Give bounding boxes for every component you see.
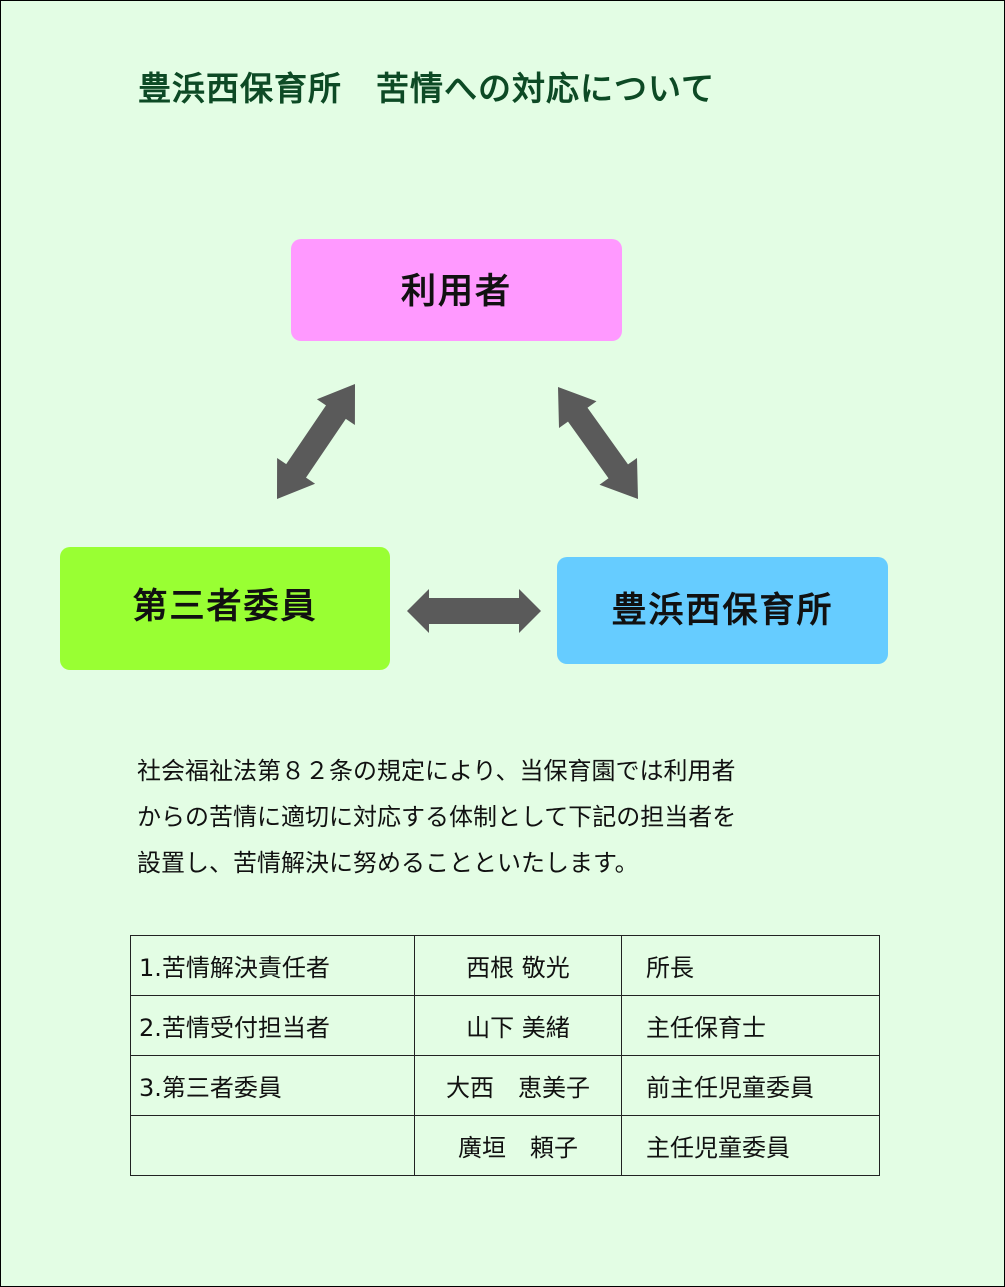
role-cell: 2.苦情受付担当者 <box>130 995 415 1056</box>
name-cell: 西根 敬光 <box>414 935 622 996</box>
page-title: 豊浜西保育所 苦情への対応について <box>138 69 716 108</box>
role-cell: 3.第三者委員 <box>130 1055 415 1116</box>
title-cell: 所長 <box>621 935 880 996</box>
title-cell: 主任保育士 <box>621 995 880 1056</box>
description-line: 社会福祉法第８２条の規定により、当保育園では利用者 <box>137 757 736 785</box>
staff-table: 1.苦情解決責任者 西根 敬光 所長 2.苦情受付担当者 山下 美緒 主任保育士… <box>130 935 880 1176</box>
description-line: からの苦情に適切に対応する体制として下記の担当者を <box>137 803 737 831</box>
title-cell: 主任児童委員 <box>621 1115 880 1176</box>
node-user-label: 利用者 <box>400 271 512 312</box>
name-cell: 廣垣 頼子 <box>414 1115 622 1176</box>
description-line: 設置し、苦情解決に努めることといたします。 <box>137 849 639 877</box>
role-cell <box>130 1115 415 1176</box>
name-cell: 山下 美緒 <box>414 995 622 1056</box>
table-row: 2.苦情受付担当者 山下 美緒 主任保育士 <box>130 995 880 1056</box>
title-cell: 前主任児童委員 <box>621 1055 880 1116</box>
node-third-party: 第三者委員 <box>60 547 390 670</box>
node-user: 利用者 <box>291 239 622 341</box>
table-row: 1.苦情解決責任者 西根 敬光 所長 <box>130 935 880 996</box>
table-row: 3.第三者委員 大西 恵美子 前主任児童委員 <box>130 1055 880 1116</box>
node-third-party-label: 第三者委員 <box>132 587 318 627</box>
name-cell: 大西 恵美子 <box>414 1055 622 1116</box>
node-school-label: 豊浜西保育所 <box>611 591 834 631</box>
table-row: 廣垣 頼子 主任児童委員 <box>130 1115 880 1176</box>
node-school: 豊浜西保育所 <box>557 557 888 664</box>
description-paragraph: 社会福祉法第８２条の規定により、当保育園では利用者 からの苦情に適切に対応する体… <box>137 748 857 886</box>
role-cell: 1.苦情解決責任者 <box>130 935 415 996</box>
